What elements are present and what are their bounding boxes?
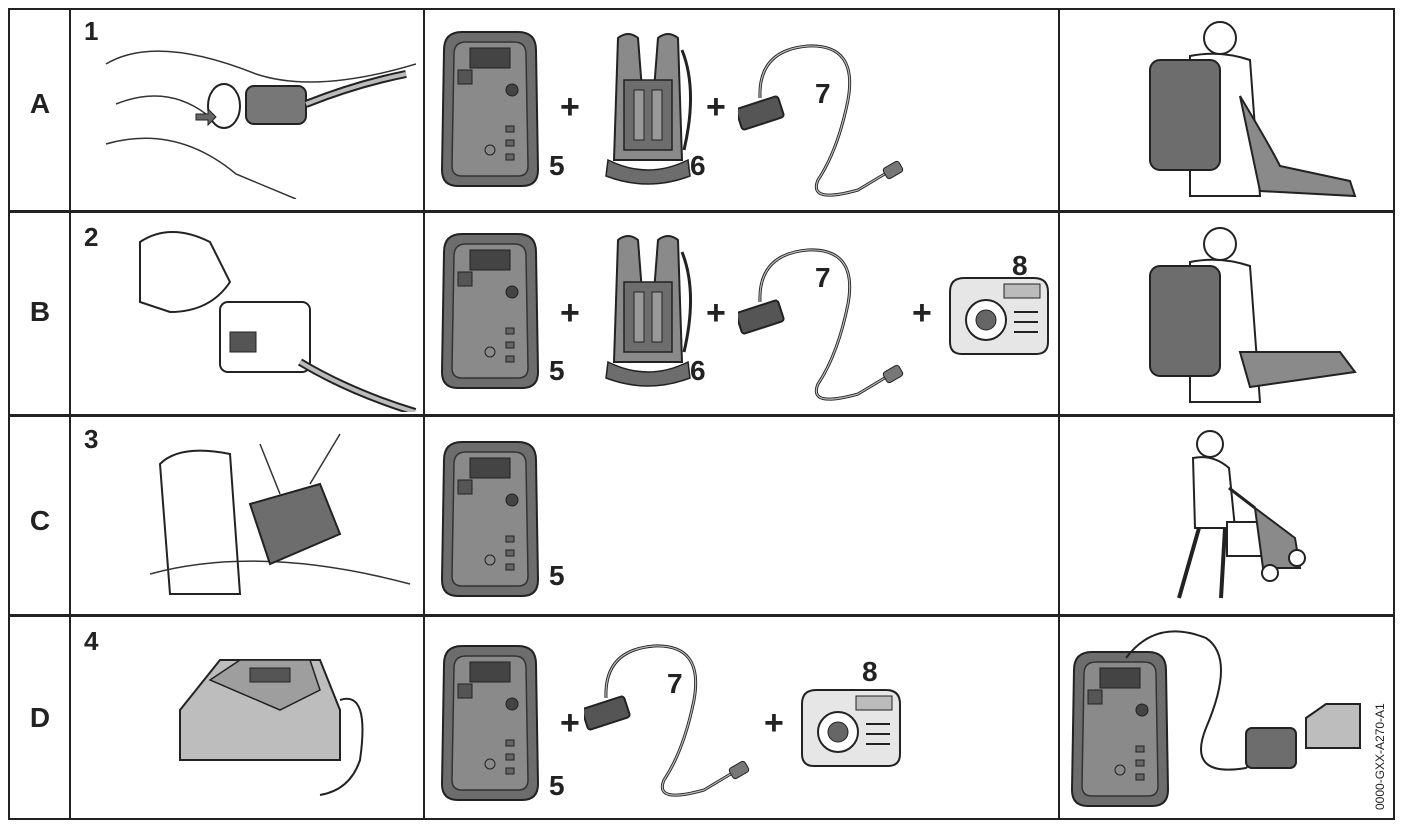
connector-plug-illustration bbox=[105, 50, 416, 199]
plus-sign: + bbox=[764, 704, 784, 742]
column-divider bbox=[69, 8, 71, 820]
callout-7: 7 bbox=[815, 262, 831, 293]
column-divider bbox=[1058, 8, 1060, 820]
row-letter-c: C bbox=[29, 505, 51, 536]
callout-5: 5 bbox=[549, 150, 565, 181]
charging-setup-illustration bbox=[1071, 630, 1361, 807]
callout-7: 7 bbox=[667, 668, 683, 699]
mower-user-illustration bbox=[1177, 430, 1306, 599]
plus-sign: + bbox=[912, 294, 932, 332]
plus-sign: + bbox=[560, 294, 580, 332]
row-letter-a: A bbox=[29, 88, 51, 119]
column-divider bbox=[423, 8, 425, 820]
battery-charger-illustration bbox=[179, 659, 364, 796]
step-number-3: 3 bbox=[84, 424, 99, 454]
battery-pack-illustration bbox=[441, 441, 539, 597]
callout-5: 5 bbox=[549, 355, 565, 386]
plus-sign: + bbox=[706, 88, 726, 126]
plus-sign: + bbox=[560, 704, 580, 742]
plus-sign: + bbox=[706, 294, 726, 332]
row-divider bbox=[8, 614, 1395, 617]
row-divider bbox=[8, 414, 1395, 417]
callout-5: 5 bbox=[549, 560, 565, 591]
connecting-cable-illustration bbox=[584, 644, 752, 797]
battery-pack-illustration bbox=[441, 31, 539, 187]
row-letter-b: B bbox=[29, 296, 51, 327]
battery-compartment-illustration bbox=[149, 433, 411, 595]
connecting-cable-illustration bbox=[738, 44, 906, 197]
document-id: 0000-GXX-A270-A1 bbox=[1373, 703, 1387, 810]
blower-user-illustration bbox=[1149, 21, 1357, 198]
adapter-illustration bbox=[949, 277, 1049, 355]
row-letter-d: D bbox=[29, 702, 51, 733]
step-number-1: 1 bbox=[84, 16, 99, 46]
step-number-4: 4 bbox=[84, 626, 99, 656]
callout-8: 8 bbox=[862, 656, 878, 687]
callout-5: 5 bbox=[549, 770, 565, 801]
carrying-harness-illustration bbox=[604, 234, 693, 388]
step-number-2: 2 bbox=[84, 222, 99, 252]
plus-sign: + bbox=[560, 88, 580, 126]
callout-8: 8 bbox=[1012, 250, 1028, 281]
callout-6: 6 bbox=[690, 355, 706, 386]
adapter-illustration bbox=[801, 689, 901, 767]
carrying-harness-illustration bbox=[604, 32, 693, 186]
callout-6: 6 bbox=[690, 150, 706, 181]
battery-pack-illustration bbox=[441, 233, 539, 389]
battery-pack-illustration bbox=[441, 645, 539, 801]
row-divider bbox=[8, 210, 1395, 213]
callout-7: 7 bbox=[815, 78, 831, 109]
blower-user-illustration bbox=[1149, 227, 1357, 403]
adapter-connection-illustration bbox=[139, 231, 417, 412]
